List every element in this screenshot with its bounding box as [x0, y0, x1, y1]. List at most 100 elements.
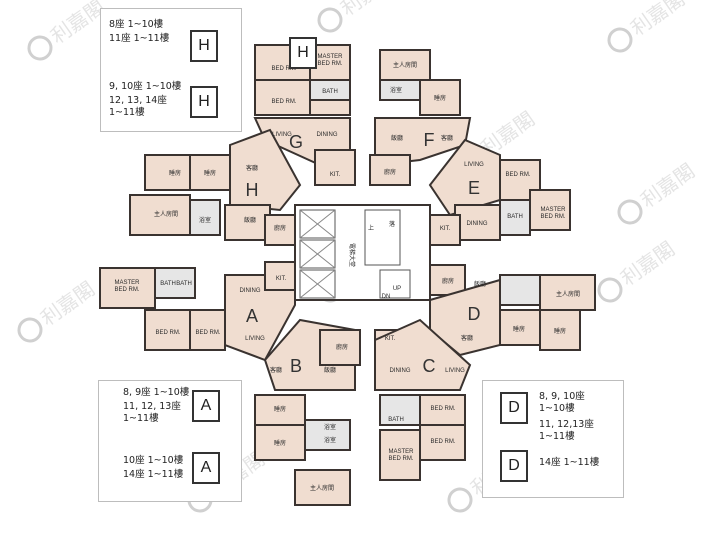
room-label: 浴室: [324, 436, 336, 444]
core-down-label: 落: [389, 220, 395, 228]
room-label: BATH: [507, 214, 523, 220]
legend-a-line: 14座 1~11樓: [123, 469, 184, 480]
room-label: KIT.: [330, 172, 341, 178]
room-label: 睡房: [204, 169, 216, 177]
room-label: 浴室: [324, 423, 336, 431]
room-label: BATH: [322, 89, 338, 95]
room-label: BED RM.: [505, 172, 530, 178]
legend-a-line: 1~11樓: [123, 413, 159, 424]
room-label: 廚房: [274, 224, 286, 232]
room-label: KIT.: [276, 276, 287, 282]
room-label: BED RM.: [430, 406, 455, 412]
room-label: 睡房: [274, 405, 286, 413]
watermark-text: 利嘉閣: [336, 0, 399, 21]
watermark-text: 利嘉閣: [626, 0, 689, 41]
core-dn2-label: DN: [382, 294, 391, 300]
room-label: KIT.: [440, 226, 451, 232]
unit-d: [429, 264, 596, 357]
legend-a: 8, 9座 1~10樓 11, 12, 13座 1~11樓 10座 1~10樓 …: [98, 380, 242, 502]
room-label: 浴室: [199, 216, 211, 224]
legend-a-icon-top: A: [192, 390, 220, 422]
room-label: BED RM.: [271, 66, 296, 72]
room-label: 主人房間: [393, 61, 417, 69]
room-label: KIT.: [385, 336, 396, 342]
unit-f: [369, 49, 472, 186]
room-label: 客廳: [441, 134, 453, 142]
room-label: 主人房間: [556, 290, 580, 298]
legend-a-line: 11, 12, 13座: [123, 401, 181, 412]
room-label: 睡房: [274, 439, 286, 447]
unit-letter-f: F: [424, 130, 435, 150]
unit-letter-g: G: [289, 132, 303, 152]
room-label: 睡房: [169, 169, 181, 177]
unit-c: [374, 318, 472, 481]
core-up2-label: UP: [393, 286, 401, 292]
watermark-text: 利嘉閣: [636, 159, 699, 213]
room-label: 浴室: [390, 86, 402, 94]
legend-h-line: 9, 10座 1~10樓: [109, 81, 182, 92]
room-label: DINING: [390, 368, 411, 374]
unit-h: [129, 128, 302, 246]
legend-h-line: 8座 1~10樓: [109, 19, 164, 30]
unit-letter-e: E: [468, 178, 480, 198]
room-label: LIVING: [464, 162, 484, 168]
room-label: 睡房: [513, 325, 525, 333]
legend-d-line: 1~11樓: [539, 431, 575, 442]
room-label: 廚房: [442, 277, 454, 285]
room-label: 飯廳: [391, 134, 403, 142]
room-label: BATH: [176, 281, 192, 287]
unit-letter-b: B: [290, 356, 302, 376]
legend-d-line: 8, 9, 10座: [539, 391, 585, 402]
room-label: 主人房間: [154, 210, 178, 218]
legend-a-icon-bottom: A: [192, 452, 220, 484]
room-label: 主人房間: [310, 484, 334, 492]
legend-d-icon-bottom: D: [500, 450, 528, 482]
room-label: 睡房: [434, 94, 446, 102]
legend-h-icon-bottom: H: [190, 86, 218, 118]
unit-letter-h: H: [246, 180, 259, 200]
core-up-label: 上: [368, 224, 374, 232]
room-label: 廚房: [336, 343, 348, 351]
unit-e: [428, 138, 571, 246]
room-label: 客廳: [461, 334, 473, 342]
legend-a-line: 10座 1~10樓: [123, 455, 184, 466]
room-label: BED RM.: [155, 330, 180, 336]
legend-h-line: 11座 1~11樓: [109, 33, 170, 44]
room-label: DINING: [467, 221, 488, 227]
unit-letters: G F H E A D B C: [246, 130, 481, 376]
legend-d-line: 1~10樓: [539, 403, 575, 414]
unit-letter-a: A: [246, 306, 258, 326]
legend-h: 8座 1~10樓 11座 1~11樓 H 9, 10座 1~10樓 12, 13…: [100, 8, 317, 132]
legend-d-line: 11, 12,13座: [539, 419, 594, 430]
room-label: DINING: [240, 288, 261, 294]
core: 上 落 UP DN 電梯大堂: [294, 204, 431, 301]
unit-letter-c: C: [423, 356, 436, 376]
watermark-text: 利嘉閣: [36, 277, 99, 331]
room-label: 飯廳: [474, 280, 486, 288]
unit-a: [99, 261, 296, 362]
room-label: BED RM.: [271, 99, 296, 105]
room-label: BED RM.: [195, 330, 220, 336]
legend-h-line: 1~11樓: [109, 107, 145, 118]
room-label: 飯廳: [244, 216, 256, 224]
room-label: 睡房: [554, 327, 566, 335]
room-label: BED RM.: [430, 439, 455, 445]
room-label: 客廳: [270, 366, 282, 374]
room-label: 客廳: [246, 164, 258, 172]
room-label: BATH: [160, 281, 176, 287]
legend-h-icon-top: H: [190, 30, 218, 62]
room-label: DINING: [317, 132, 338, 138]
legend-d-line: 14座 1~11樓: [539, 457, 600, 468]
watermark-text: 利嘉閣: [616, 237, 679, 291]
room-label: 飯廳: [324, 366, 336, 374]
legend-h-line: 12, 13, 14座: [109, 95, 167, 106]
room-label: BATH: [388, 417, 404, 423]
unit-b: [254, 318, 361, 506]
lift-lobby-label: 電梯大堂: [348, 243, 356, 267]
room-label: LIVING: [272, 132, 292, 138]
